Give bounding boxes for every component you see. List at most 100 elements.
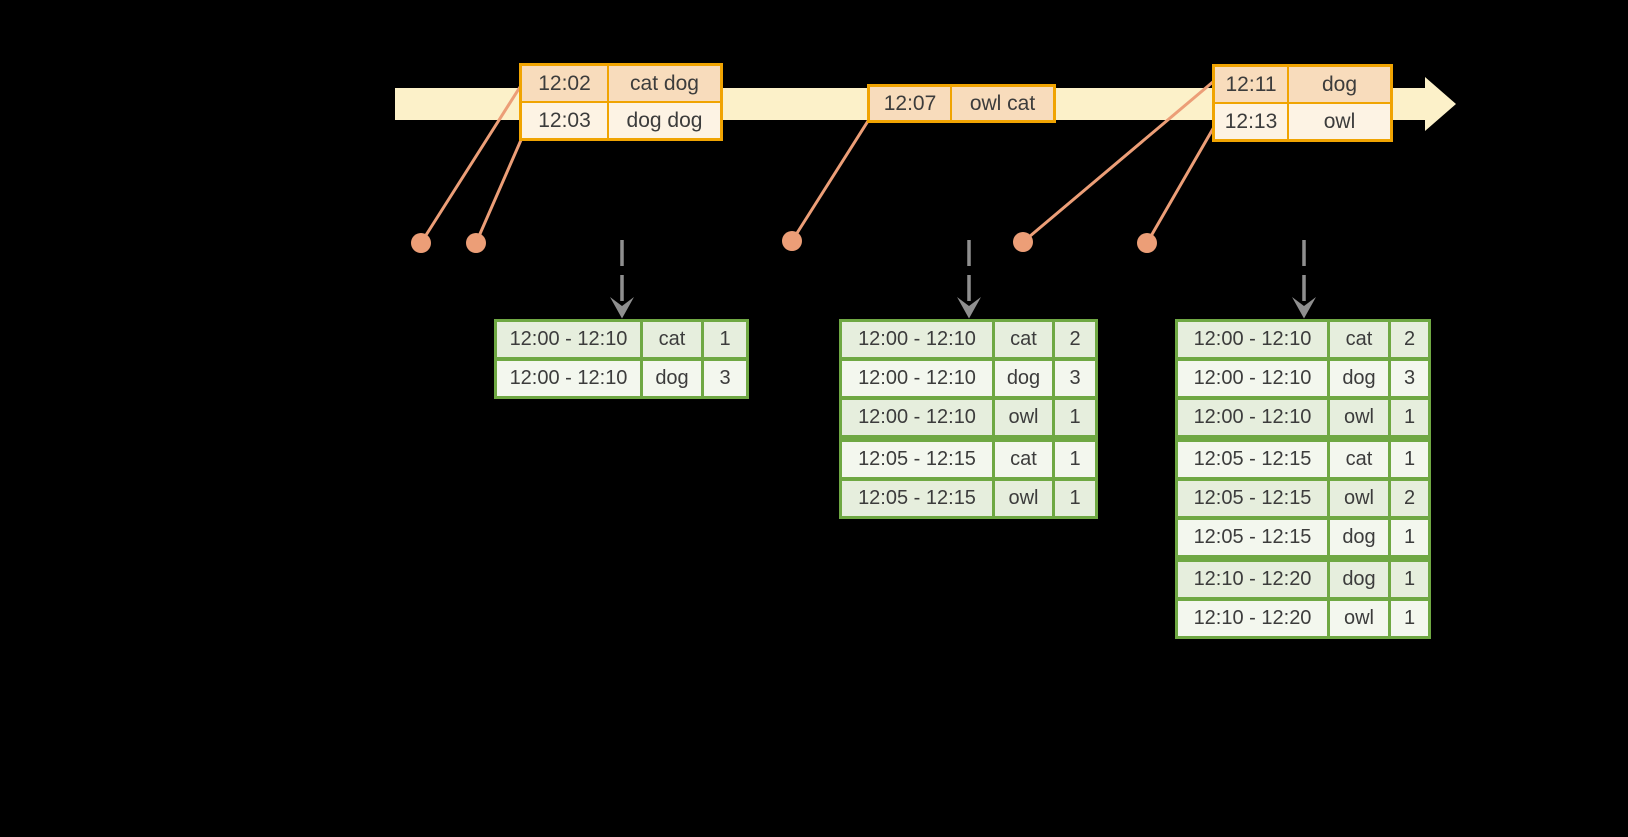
event-connector-line (790, 119, 870, 243)
result-table-1: 12:00 - 12:10 cat 1 12:00 - 12:10 dog 3 (494, 319, 749, 399)
event-dot (411, 233, 431, 253)
word-cell: owl (995, 400, 1052, 435)
window-cell: 12:10 - 12:20 (1178, 601, 1327, 636)
event-time-cell: 12:07 (870, 87, 950, 120)
event-table-3: 12:11 dog 12:13 owl (1212, 64, 1393, 142)
event-row: 12:02 cat dog (522, 66, 720, 101)
window-cell: 12:00 - 12:10 (842, 361, 992, 396)
result-row: 12:00 - 12:10 cat 2 (842, 322, 1095, 357)
window-cell: 12:00 - 12:10 (1178, 400, 1327, 435)
trigger-arrow-shafts (620, 240, 1306, 301)
event-connector-line (419, 85, 522, 245)
count-cell: 2 (1391, 481, 1428, 516)
count-cell: 1 (1391, 601, 1428, 636)
event-dots (411, 231, 1157, 253)
result-row: 12:05 - 12:15 cat 1 (1178, 442, 1428, 477)
window-cell: 12:10 - 12:20 (1178, 562, 1327, 597)
window-cell: 12:05 - 12:15 (842, 481, 992, 516)
word-cell: dog (1330, 562, 1388, 597)
result-table-3: 12:00 - 12:10 cat 2 12:00 - 12:10 dog 3 … (1175, 319, 1431, 639)
count-cell: 3 (1055, 361, 1095, 396)
event-words-cell: owl (1289, 104, 1390, 139)
window-cell: 12:00 - 12:10 (842, 322, 992, 357)
event-words-cell: owl cat (952, 87, 1053, 120)
result-row: 12:05 - 12:15 owl 1 (842, 481, 1095, 516)
window-cell: 12:05 - 12:15 (842, 442, 992, 477)
result-row: 12:05 - 12:15 dog 1 (1178, 520, 1428, 555)
result-row: 12:10 - 12:20 dog 1 (1178, 562, 1428, 597)
result-row: 12:00 - 12:10 owl 1 (842, 400, 1095, 435)
event-dot (1013, 232, 1033, 252)
event-dot (782, 231, 802, 251)
count-cell: 1 (1391, 400, 1428, 435)
window-cell: 12:05 - 12:15 (1178, 442, 1327, 477)
result-row: 12:10 - 12:20 owl 1 (1178, 601, 1428, 636)
event-connector-line (1021, 79, 1216, 244)
count-cell: 1 (1055, 481, 1095, 516)
down-arrowhead-icon (1292, 297, 1316, 319)
result-row: 12:00 - 12:10 dog 3 (842, 361, 1095, 396)
event-row: 12:11 dog (1215, 67, 1390, 102)
word-cell: cat (995, 322, 1052, 357)
event-table-1: 12:02 cat dog 12:03 dog dog (519, 63, 723, 141)
word-cell: owl (995, 481, 1052, 516)
count-cell: 2 (1055, 322, 1095, 357)
window-cell: 12:00 - 12:10 (497, 361, 640, 396)
word-cell: cat (1330, 442, 1388, 477)
word-cell: owl (1330, 400, 1388, 435)
word-cell: cat (995, 442, 1052, 477)
count-cell: 1 (1391, 520, 1428, 555)
count-cell: 3 (704, 361, 746, 396)
result-row: 12:00 - 12:10 dog 3 (1178, 361, 1428, 396)
window-cell: 12:00 - 12:10 (1178, 322, 1327, 357)
word-cell: cat (643, 322, 701, 357)
down-arrowhead-icon (610, 297, 634, 319)
count-cell: 3 (1391, 361, 1428, 396)
count-cell: 1 (704, 322, 746, 357)
result-row: 12:00 - 12:10 owl 1 (1178, 400, 1428, 435)
trigger-arrowheads (610, 297, 1316, 319)
result-row: 12:00 - 12:10 cat 1 (497, 322, 746, 357)
event-time-cell: 12:03 (522, 103, 607, 138)
word-cell: owl (1330, 601, 1388, 636)
event-time-cell: 12:11 (1215, 67, 1287, 102)
event-dot (1137, 233, 1157, 253)
word-cell: dog (1330, 520, 1388, 555)
event-time-cell: 12:02 (522, 66, 607, 101)
event-connector-lines (419, 79, 1216, 245)
down-arrowhead-icon (957, 297, 981, 319)
result-row: 12:05 - 12:15 owl 2 (1178, 481, 1428, 516)
word-cell: cat (1330, 322, 1388, 357)
event-table-2: 12:07 owl cat (867, 84, 1056, 123)
count-cell: 1 (1055, 400, 1095, 435)
window-cell: 12:00 - 12:10 (842, 400, 992, 435)
timeline-arrowhead-icon (1425, 77, 1456, 131)
count-cell: 2 (1391, 322, 1428, 357)
event-row: 12:03 dog dog (522, 103, 720, 138)
event-words-cell: dog dog (609, 103, 720, 138)
event-row: 12:13 owl (1215, 104, 1390, 139)
result-row: 12:00 - 12:10 cat 2 (1178, 322, 1428, 357)
event-connector-line (474, 138, 523, 245)
count-cell: 1 (1391, 562, 1428, 597)
word-cell: owl (1330, 481, 1388, 516)
event-dot (466, 233, 486, 253)
count-cell: 1 (1055, 442, 1095, 477)
event-words-cell: dog (1289, 67, 1390, 102)
event-connector-line (1145, 125, 1216, 245)
word-cell: dog (643, 361, 701, 396)
window-cell: 12:05 - 12:15 (1178, 481, 1327, 516)
word-cell: dog (995, 361, 1052, 396)
result-row: 12:00 - 12:10 dog 3 (497, 361, 746, 396)
result-table-2: 12:00 - 12:10 cat 2 12:00 - 12:10 dog 3 … (839, 319, 1098, 519)
window-cell: 12:00 - 12:10 (1178, 361, 1327, 396)
event-time-cell: 12:13 (1215, 104, 1287, 139)
count-cell: 1 (1391, 442, 1428, 477)
result-row: 12:05 - 12:15 cat 1 (842, 442, 1095, 477)
word-cell: dog (1330, 361, 1388, 396)
window-cell: 12:00 - 12:10 (497, 322, 640, 357)
event-words-cell: cat dog (609, 66, 720, 101)
window-cell: 12:05 - 12:15 (1178, 520, 1327, 555)
